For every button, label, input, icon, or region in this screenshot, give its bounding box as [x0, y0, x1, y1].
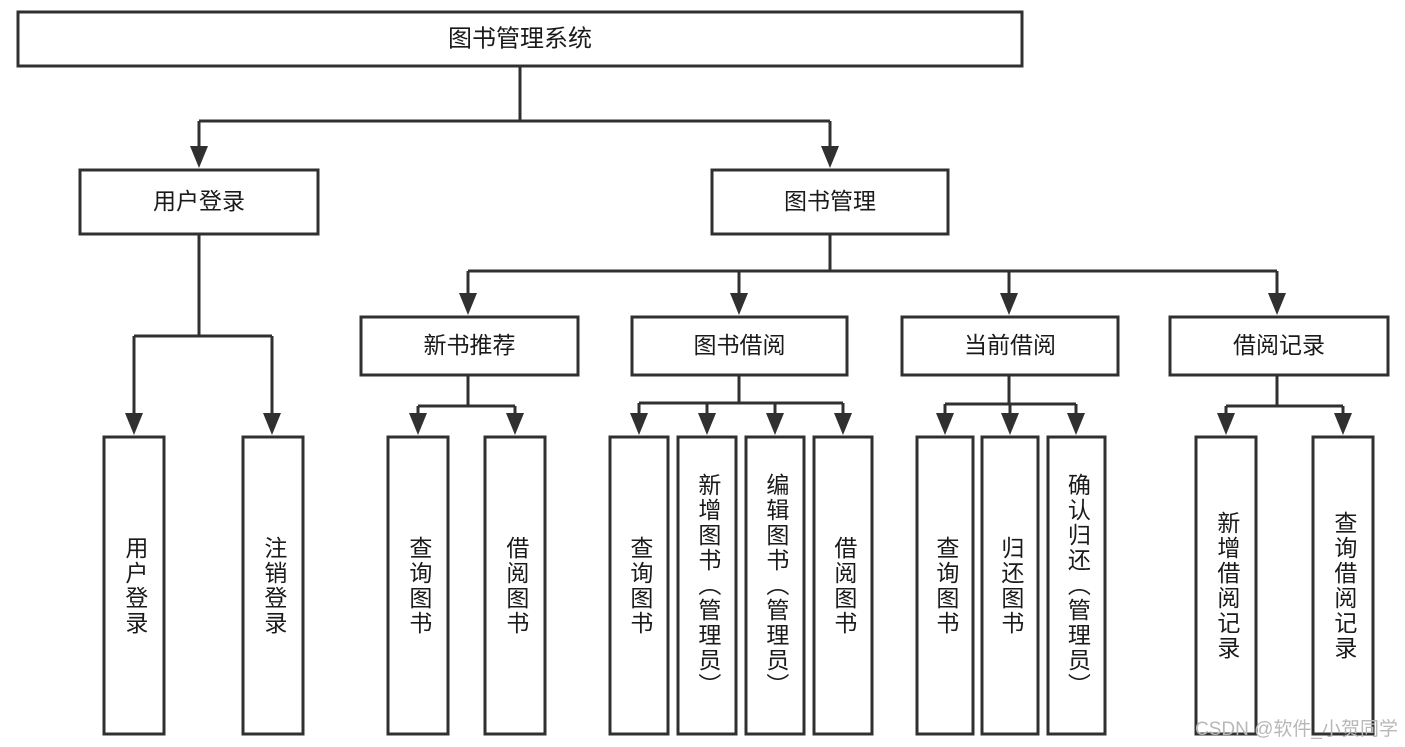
- node-box-leaf-query-book[interactable]: [608, 435, 670, 736]
- connector-book-manage-a2: [730, 271, 748, 315]
- connector-book-manage-a1: [459, 271, 477, 315]
- node-box-leaf-query-borrow-record[interactable]: [1311, 435, 1375, 736]
- node-label-borrow-record: 借阅记录: [1233, 332, 1325, 358]
- connector-record-a2: [1334, 406, 1352, 435]
- node-box-book-manage[interactable]: [710, 168, 950, 236]
- arrow-head-icon: [1067, 413, 1085, 435]
- connector-book-manage-a3: [1000, 271, 1018, 315]
- arrow-head-icon: [1000, 293, 1018, 315]
- arrow-head-icon: [936, 413, 954, 435]
- connector-book-manage-a4: [1268, 271, 1286, 315]
- connectors-layer: [125, 66, 1352, 435]
- arrow-head-icon: [730, 293, 748, 315]
- node-box-root[interactable]: [16, 10, 1024, 68]
- arrow-head-icon: [766, 413, 784, 435]
- node-box-leaf-query-book-new[interactable]: [386, 435, 450, 736]
- connector-root-to-user-login: [190, 121, 208, 168]
- node-label-user-login: 用户登录: [153, 188, 245, 214]
- arrow-head-icon: [1334, 413, 1352, 435]
- connector-current-a1: [936, 404, 954, 435]
- connector-current-a3: [1067, 404, 1085, 435]
- arrow-head-icon: [698, 413, 716, 435]
- node-box-leaf-confirm-return[interactable]: [1046, 435, 1107, 736]
- node-label-book-borrow: 图书借阅: [694, 332, 786, 358]
- arrow-head-icon: [1001, 413, 1019, 435]
- node-boxes-layer: [16, 10, 1390, 736]
- node-box-leaf-borrow-book-new[interactable]: [483, 435, 547, 736]
- node-label-new-book-recommend: 新书推荐: [424, 332, 516, 358]
- connector-new-book-a1: [409, 406, 427, 435]
- connector-borrow-a3: [766, 403, 784, 435]
- connector-root-to-book-manage: [821, 121, 839, 168]
- node-label-book-manage: 图书管理: [784, 188, 876, 214]
- connector-borrow-a1: [630, 403, 648, 435]
- node-box-new-book-recommend[interactable]: [359, 315, 580, 377]
- connector-record-a1: [1217, 406, 1235, 435]
- node-label-current-borrow: 当前借阅: [964, 332, 1056, 358]
- arrow-head-icon: [190, 146, 208, 168]
- arrow-head-icon: [409, 413, 427, 435]
- arrow-head-icon: [630, 413, 648, 435]
- connector-current-a2: [1001, 404, 1019, 435]
- node-box-leaf-logout[interactable]: [241, 435, 305, 736]
- node-box-leaf-return-book[interactable]: [980, 435, 1040, 736]
- node-box-borrow-record[interactable]: [1168, 315, 1390, 377]
- node-box-current-borrow[interactable]: [900, 315, 1120, 377]
- node-box-book-borrow[interactable]: [630, 315, 849, 377]
- arrow-head-icon: [821, 146, 839, 168]
- connector-user-login-a2: [263, 336, 281, 435]
- arrow-head-icon: [1268, 293, 1286, 315]
- connector-new-book-a2: [506, 406, 524, 435]
- node-box-leaf-add-borrow-record[interactable]: [1194, 435, 1258, 736]
- node-box-leaf-user-login[interactable]: [102, 435, 166, 736]
- node-box-leaf-add-book[interactable]: [676, 435, 738, 736]
- arrow-head-icon: [1217, 413, 1235, 435]
- connector-borrow-a4: [834, 403, 852, 435]
- connector-borrow-a2: [698, 403, 716, 435]
- arrow-head-icon: [125, 413, 143, 435]
- watermark-text: CSDN @软件_小贺同学: [1195, 719, 1398, 740]
- node-box-leaf-query-book-current[interactable]: [915, 435, 975, 736]
- node-box-leaf-borrow-book[interactable]: [812, 435, 874, 736]
- node-box-user-login[interactable]: [78, 168, 320, 236]
- node-label-root: 图书管理系统: [448, 25, 592, 52]
- arrow-head-icon: [834, 413, 852, 435]
- arrow-head-icon: [263, 413, 281, 435]
- arrow-head-icon: [459, 293, 477, 315]
- node-box-leaf-edit-book[interactable]: [744, 435, 806, 736]
- arrow-head-icon: [506, 413, 524, 435]
- connector-user-login-a1: [125, 336, 143, 435]
